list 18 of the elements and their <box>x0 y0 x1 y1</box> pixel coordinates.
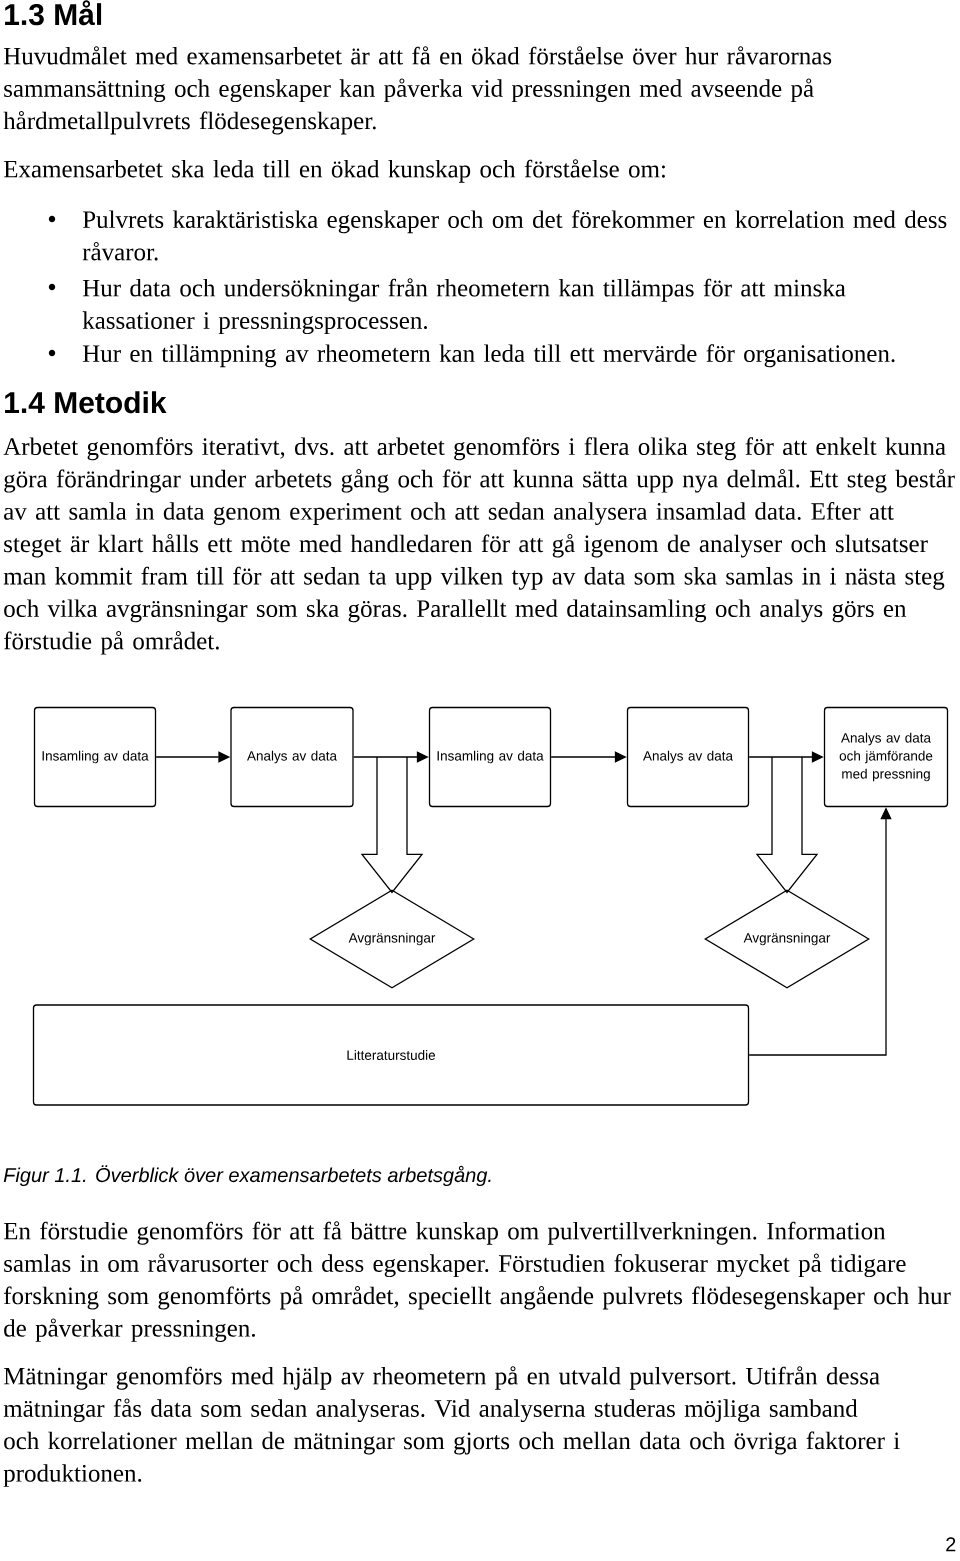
list-item: Pulvrets karaktäristiska egenskaper och om det förekommer en korrelation med dess råvaror. <box>48 210 947 261</box>
process-box: Analys av data och jämförande med pressning <box>823 706 949 808</box>
paragraph: Mätningar genomförs med hjälp av rheometern på en utvald pulversort. Utifrån dessa mätningar fås data som sedan analyseras. Vid analyserna studeras möjliga samband och korrelationer mellan de mätningar som gjorts och mellan data och övriga faktorer i produktionen. <box>3 1366 900 1487</box>
process-box: Insamling av data <box>428 706 552 808</box>
paragraph: Arbetet genomförs iterativt, dvs. att arbetet genomförs i flera olika steg för att enkelt kunna göra förändringar under arbetets gång och för att kunna sätta upp nya delmål. Ett steg består av att samla in data genom experiment och att sedan analysera insamlad data. Efter att steget är klart hålls ett möte med handledaren för att gå igenom de analyser och slutsatser man kommit fram till för att sedan ta upp vilken typ av data som ska samlas in i nästa steg och vilka avgränsningar som ska göras. Parallellt med datainsamling och analys görs en förstudie på området. <box>3 437 955 655</box>
list-item: Hur en tillämpning av rheometern kan leda till ett mervärde för organisationen. <box>48 344 895 368</box>
process-box: Analys av data <box>230 706 354 808</box>
list-item: Hur data och undersökningar från rheometern kan tillämpas för att minska kassationer i pressningsprocessen. <box>48 278 846 335</box>
process-box: Insamling av data <box>33 706 157 808</box>
paragraph: Huvudmålet med examensarbetet är att få en ökad förståelse över hur råvarornas sammansättning och egenskaper kan påverka vid pressningen med avseende på hårdmetallpulvrets flödesegenskaper. <box>3 46 832 135</box>
process-box: Litteraturstudie <box>32 1004 750 1106</box>
heading: 1.4 Metodik <box>5 391 167 414</box>
paragraph: Examensarbetet ska leda till en ökad kunskap och förståelse om: <box>3 159 665 183</box>
heading: 1.3 Mål <box>5 0 102 26</box>
process-box: Analys av data <box>626 706 750 808</box>
figure-caption: Figur 1.1. Överblick över examensarbetets arbetsgång. <box>3 1165 491 1187</box>
page-number: 2 <box>946 1537 956 1552</box>
paragraph: En förstudie genomförs för att få bättre kunskap om pulvertillverkningen. Information samlas in om råvarusorter och dess egenskaper. Förstudien fokuserar mycket på tidigare forskning som genomförts på området, speciellt angående pulvrets flödesegenskaper och hur de påverkar pressningen. <box>3 1221 951 1342</box>
